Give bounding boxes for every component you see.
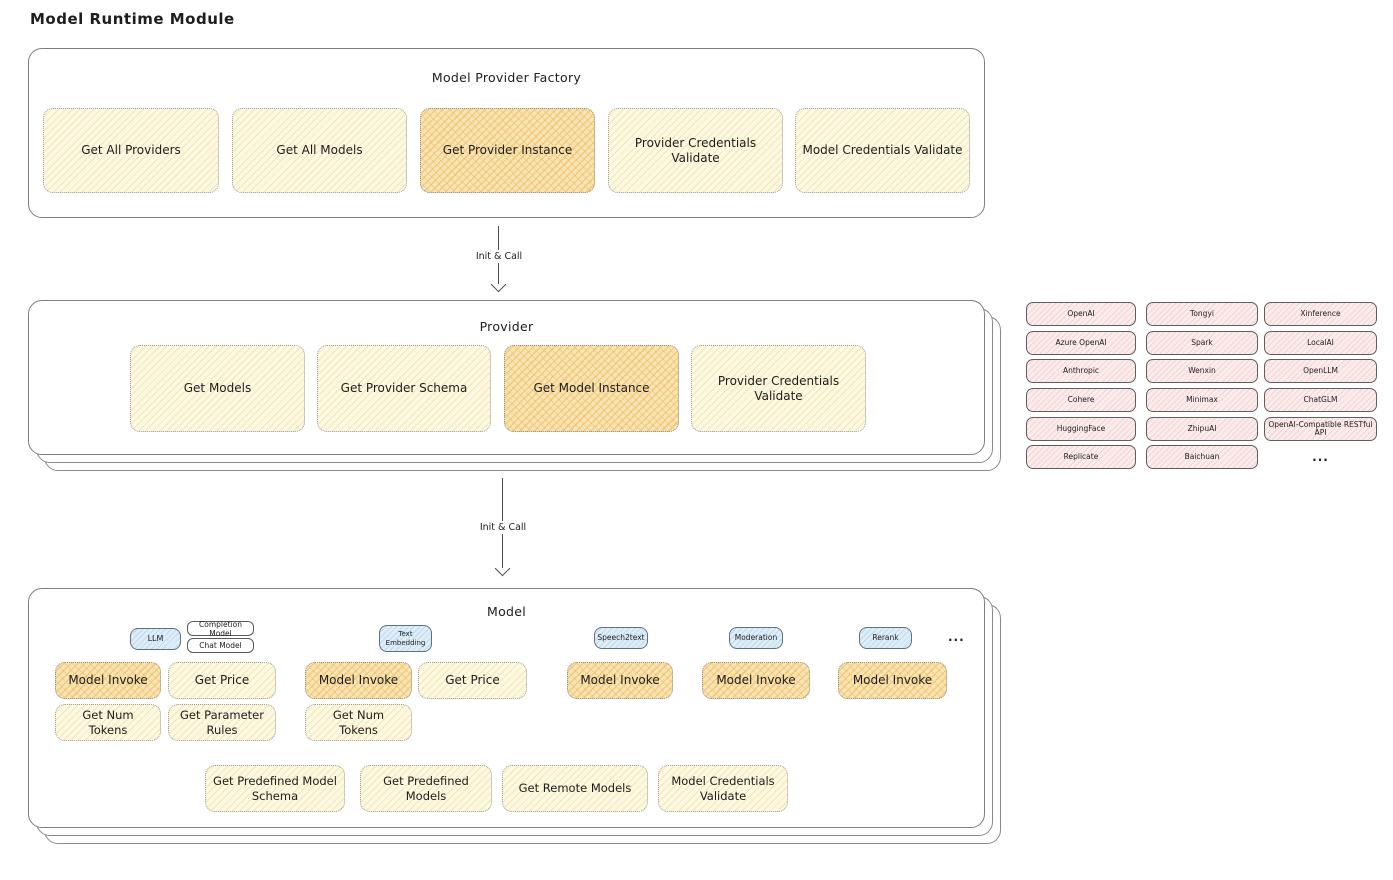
arrow-label-init-call-2: Init & Call (474, 521, 532, 534)
badge-llm: LLM (130, 628, 181, 650)
model-action-moderation-model-invoke: Model Invoke (702, 662, 810, 699)
badge-text-embedding: Text Embedding (379, 625, 432, 652)
provider-chip-replicate: Replicate (1026, 445, 1136, 469)
factory-item-get-all-models: Get All Models (232, 108, 407, 193)
page-title: Model Runtime Module (30, 10, 235, 28)
factory-item-model-credentials-validate: Model Credentials Validate (795, 108, 970, 193)
provider-chip-tongyi: Tongyi (1146, 302, 1258, 326)
provider-item-provider-credentials-validate: Provider Credentials Validate (691, 345, 866, 432)
provider-chip-openai-compatible-restful-api: OpenAI-Compatible RESTful API (1264, 417, 1377, 441)
provider-chip-more: ... (1312, 450, 1329, 464)
model-action-llm-get-price: Get Price (168, 662, 276, 699)
provider-item-get-model-instance: Get Model Instance (504, 345, 679, 432)
provider-chip-baichuan: Baichuan (1146, 445, 1258, 469)
provider-chip-openllm: OpenLLM (1264, 359, 1377, 383)
model-action-embedding-get-price: Get Price (418, 662, 527, 699)
model-action-get-predefined-model-schema: Get Predefined Model Schema (205, 765, 345, 812)
factory-item-get-provider-instance: Get Provider Instance (420, 108, 595, 193)
model-action-llm-get-parameter-rules: Get Parameter Rules (168, 704, 276, 741)
model-action-llm-get-num-tokens: Get Num Tokens (55, 704, 161, 741)
provider-chip-minimax: Minimax (1146, 388, 1258, 412)
provider-item-get-models: Get Models (130, 345, 305, 432)
badge-more: ... (948, 630, 965, 644)
model-action-embedding-get-num-tokens: Get Num Tokens (305, 704, 412, 741)
model-action-rerank-model-invoke: Model Invoke (838, 662, 947, 699)
model-action-embedding-model-invoke: Model Invoke (305, 662, 412, 699)
factory-item-provider-credentials-validate: Provider Credentials Validate (608, 108, 783, 193)
model-action-get-predefined-models: Get Predefined Models (360, 765, 492, 812)
model-title: Model (486, 604, 527, 619)
provider-title: Provider (479, 319, 534, 334)
arrow-label-init-call-1: Init & Call (470, 250, 528, 263)
provider-chip-xinference: Xinference (1264, 302, 1377, 326)
model-action-model-credentials-validate: Model Credentials Validate (658, 765, 788, 812)
factory-item-get-all-providers: Get All Providers (43, 108, 219, 193)
provider-item-get-provider-schema: Get Provider Schema (317, 345, 491, 432)
provider-chip-huggingface: HuggingFace (1026, 417, 1136, 441)
factory-title: Model Provider Factory (431, 70, 582, 85)
provider-chip-zhipuai: ZhipuAI (1146, 417, 1258, 441)
provider-chip-azure-openai: Azure OpenAI (1026, 331, 1136, 355)
model-action-llm-model-invoke: Model Invoke (55, 662, 161, 699)
badge-chat-model: Chat Model (187, 638, 254, 653)
model-action-get-remote-models: Get Remote Models (502, 765, 648, 812)
badge-rerank: Rerank (859, 627, 912, 649)
provider-chip-anthropic: Anthropic (1026, 359, 1136, 383)
provider-chip-cohere: Cohere (1026, 388, 1136, 412)
provider-chip-wenxin: Wenxin (1146, 359, 1258, 383)
provider-chip-openai: OpenAI (1026, 302, 1136, 326)
provider-chip-localai: LocalAI (1264, 331, 1377, 355)
provider-chip-spark: Spark (1146, 331, 1258, 355)
provider-chip-chatglm: ChatGLM (1264, 388, 1377, 412)
badge-completion-model: Completion Model (187, 620, 254, 638)
arrow-head-icon (494, 560, 511, 577)
badge-moderation: Moderation (729, 627, 783, 649)
badge-speech2text: Speech2text (594, 627, 648, 649)
arrow-head-icon (490, 276, 507, 293)
model-action-speech2text-model-invoke: Model Invoke (567, 662, 673, 699)
